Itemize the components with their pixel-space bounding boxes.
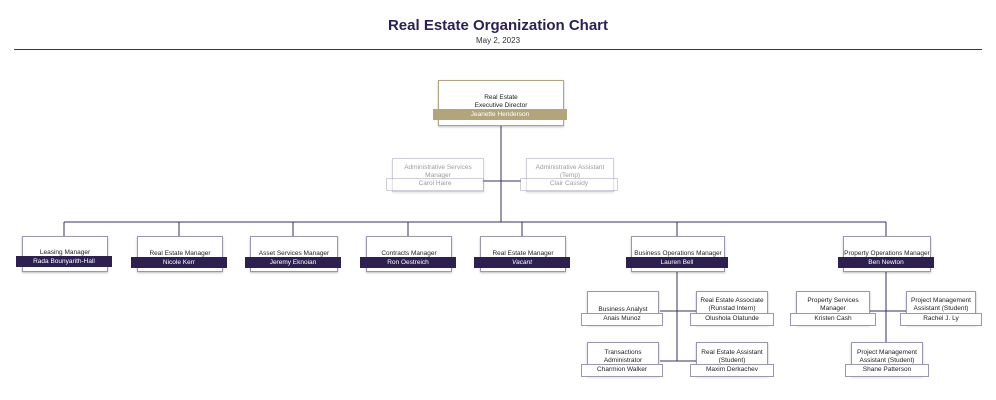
staff-title: Business Analyst bbox=[598, 306, 648, 313]
staff-title-line2: (Student) bbox=[718, 357, 746, 364]
staff-title-line1: Project Management bbox=[857, 349, 917, 356]
staff-name: Rachel J. Ly bbox=[900, 313, 982, 326]
assistant-name: Carol Haire bbox=[386, 178, 484, 191]
manager-title: Real Estate Manager bbox=[492, 250, 554, 257]
assistant-title-line2: Manager bbox=[425, 172, 451, 179]
assistant-title-line2: (Temp) bbox=[559, 172, 581, 179]
staff-name: Kristen Cash bbox=[790, 313, 876, 326]
staff-title-line1: Real Estate Assistant bbox=[701, 349, 763, 356]
manager-name: Lauren Bell bbox=[626, 257, 728, 268]
staff-title-line2: Manager bbox=[820, 305, 846, 312]
manager-name: Ron Oestreich bbox=[360, 257, 456, 268]
manager-title: Asset Services Manager bbox=[258, 250, 330, 257]
manager-name: Jeremy Eknoian bbox=[245, 257, 341, 268]
executive-name: Jeanette Henderson bbox=[433, 109, 567, 120]
staff-title-line1: Transactions bbox=[604, 349, 642, 356]
header-divider bbox=[14, 49, 982, 50]
manager-name: Rada Bounyarith-Hall bbox=[16, 256, 112, 267]
staff-title-line2: (Runstad Intern) bbox=[708, 305, 756, 312]
staff-name: Olushola Olatunde bbox=[690, 313, 774, 326]
staff-title-line1: Project Management bbox=[911, 297, 971, 304]
assistant-title-line1: Administrative Assistant bbox=[535, 164, 605, 171]
manager-name: Nicole Kerr bbox=[131, 257, 227, 268]
staff-title-line2: Assistant (Student) bbox=[859, 357, 915, 364]
chart-title: Real Estate Organization Chart bbox=[387, 17, 609, 34]
manager-title: Property Operations Manager bbox=[844, 250, 930, 257]
staff-name: Charmion Walker bbox=[581, 364, 663, 377]
staff-name: Shane Patterson bbox=[845, 364, 929, 377]
chart-date: May 2, 2023 bbox=[475, 36, 521, 45]
manager-name: Vacant bbox=[474, 257, 570, 268]
staff-title-line1: Real Estate Associate bbox=[700, 297, 764, 304]
manager-title: Leasing Manager bbox=[39, 249, 91, 256]
staff-title-line2: Administrator bbox=[603, 357, 643, 364]
executive-title-line1: Real Estate bbox=[484, 94, 518, 101]
staff-name: Maxim Derkachev bbox=[690, 364, 774, 377]
staff-title-line2: Assistant (Student) bbox=[913, 305, 969, 312]
staff-name: Anais Munoz bbox=[581, 313, 663, 326]
manager-title: Business Operations Manager bbox=[634, 250, 722, 257]
manager-title: Real Estate Manager bbox=[149, 250, 211, 257]
staff-title-line1: Property Services bbox=[807, 297, 859, 304]
assistant-title-line1: Administrative Services bbox=[404, 164, 472, 171]
manager-name: Ben Newton bbox=[838, 257, 934, 268]
executive-title-line2: Executive Director bbox=[474, 102, 528, 109]
manager-title: Contracts Manager bbox=[381, 250, 437, 257]
assistant-name: Clair Cassidy bbox=[520, 178, 618, 191]
